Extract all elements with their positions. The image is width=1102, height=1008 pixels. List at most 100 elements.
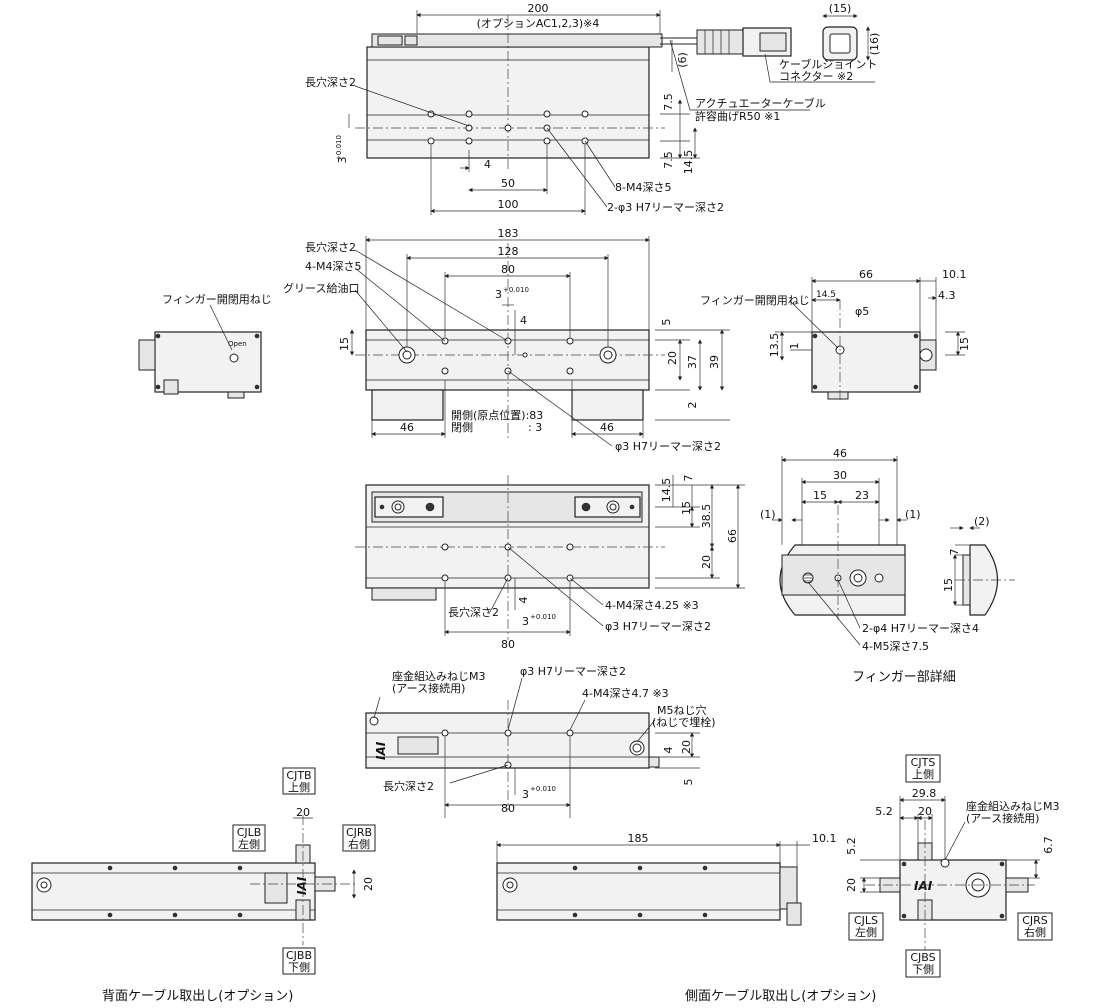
dim-50: 50 [501, 177, 515, 190]
tag-cjbb [282, 947, 316, 975]
dim-10-1-side: 10.1 [942, 268, 967, 281]
label-washer-rear: 座金組込みねじM3 [392, 669, 486, 683]
dim-30-finger: 30 [833, 469, 847, 482]
dim-38-5: 38.5 [700, 504, 713, 529]
tag-cjtb [282, 767, 316, 795]
tag-cjts-code: CJTS [911, 756, 936, 769]
dim-phi5: φ5 [855, 305, 869, 318]
dim-4-front: 4 [520, 314, 527, 327]
tag-cjrb [342, 824, 376, 852]
label-finger-screw-left: フィンガー開閉用ねじ [162, 293, 272, 306]
label-open-pos: 開側(原点位置):83 [451, 408, 543, 422]
iai-logo-side: IAI [914, 879, 933, 893]
back-cable-title: 背面ケーブル取出し(オプション) [102, 988, 293, 1004]
label-washer-side: 座金組込みねじM3 [966, 799, 1060, 813]
dim-6-7: 6.7 [1042, 836, 1055, 854]
dim-15-side: 15 [958, 337, 971, 351]
dim-3-tol-sup: +0.010 [335, 135, 343, 161]
side-cable-end-view: IAI 29.8 5.2 20 5.2 20 6.7 座金組込みねじM3 (アー… [845, 754, 1060, 978]
dim-15-finger: 15 [813, 489, 827, 502]
tag-cjbs-pos: 下側 [912, 963, 934, 976]
label-actuator-cable: アクチュエーターケーブル [695, 96, 826, 110]
dim-39: 39 [708, 355, 721, 369]
label-bend: 許容曲げR50 ※1 [695, 109, 780, 123]
label-earth-side: (アース接続用) [966, 811, 1039, 825]
label-m4-rear: 4-M4深さ4.7 ※3 [582, 687, 669, 700]
label-m4-bottom: 4-M4深さ4.25 ※3 [605, 599, 699, 612]
tag-cjbb-pos: 下側 [288, 961, 310, 974]
dim-7-5-b: 7.5 [662, 151, 675, 169]
tag-cjls-code: CJLS [854, 914, 878, 927]
dim-20-back-b: 20 [362, 877, 375, 891]
label-grease: グリース給油口 [283, 281, 359, 295]
side-cable-body [496, 862, 781, 921]
dim-29-8: 29.8 [912, 787, 937, 800]
dim-66-side: 66 [859, 268, 873, 281]
label-m5-rear: M5ねじ穴 [657, 703, 707, 717]
dim-23-finger: 23 [855, 489, 869, 502]
dim-46-b: 46 [600, 421, 614, 434]
dim-7-finger: 7 [948, 549, 961, 556]
label-slot-front: 長穴深さ2 [305, 240, 356, 254]
tag-cjts-pos: 上側 [912, 768, 934, 781]
label-close-pos: 閉側 : 3 [451, 421, 542, 434]
rear-view: IAI 20 4 5 3 +0.010 80 座金組込みねじM3 (アース接続用… [365, 665, 716, 818]
dim-paren-1-b: (1) [905, 508, 921, 521]
tag-cjrb-code: CJRB [346, 826, 372, 839]
label-earth-rear: (アース接続用) [392, 681, 465, 695]
iai-logo-rear: IAI [374, 741, 388, 760]
finger-detail-title: フィンガー部詳細 [852, 669, 956, 685]
tag-cjlb-code: CJLB [237, 826, 262, 839]
dim-37: 37 [686, 355, 699, 369]
label-m4-top: 8-M4深さ5 [615, 181, 671, 194]
dim-80-bottom: 80 [501, 638, 515, 651]
dim-3-rear: 3 [522, 788, 529, 801]
tag-cjrs [1017, 912, 1053, 941]
dim-1-side: 1 [788, 343, 801, 350]
tag-cjtb-pos: 上側 [288, 781, 310, 794]
tag-cjrs-code: CJRS [1022, 914, 1048, 927]
tag-cjls-pos: 左側 [855, 926, 877, 939]
label-reamer-front: φ3 H7リーマー深さ2 [615, 440, 721, 453]
label-plug-rear: (ねじで埋栓) [652, 715, 716, 729]
tag-cjbb-code: CJBB [286, 949, 312, 962]
finger-left [371, 389, 444, 421]
dim-183: 183 [498, 227, 519, 240]
right-side-view: 66 10.1 4.3 14.5 φ5 13.5 1 15 フィンガー開閉用ねじ [700, 268, 971, 400]
finger-detail: 46 30 15 23 (1) (1) (2) 7 15 2-φ4 H7リーマー… [760, 447, 1015, 685]
dim-80-rear: 80 [501, 802, 515, 815]
label-slot-top: 長穴深さ2 [305, 75, 356, 89]
dim-3-front-sup: +0.010 [503, 286, 529, 294]
dim-15-bottom: 15 [680, 501, 693, 515]
dim-15: (15) [829, 2, 852, 15]
top-view: 200 (オプションAC1,2,3)※4 (15) (16) (6) 7.5 7… [305, 2, 881, 215]
label-finger-screw-side: フィンガー開閉用ねじ [700, 294, 810, 307]
dim-7-bottom: 7 [682, 475, 695, 482]
tag-cjlb-pos: 左側 [238, 838, 260, 851]
dim-15-tol-finger: 15 [942, 578, 955, 592]
dim-4: 4 [484, 158, 491, 171]
tag-cjlb [232, 824, 266, 852]
dim-4-bottom: 4 [517, 597, 530, 604]
tag-cjrs-pos: 右側 [1024, 925, 1046, 939]
label-slot-rear: 長穴深さ2 [383, 779, 434, 793]
dim-15-front: 15 [338, 337, 351, 351]
dim-6: (6) [676, 52, 689, 68]
dim-66-bottom: 66 [726, 529, 739, 543]
dim-200: 200 [528, 2, 549, 15]
dim-128: 128 [498, 245, 519, 258]
tag-cjls [848, 912, 884, 941]
dim-4-rear: 4 [662, 747, 675, 754]
tag-cjbs-code: CJBS [910, 951, 935, 964]
dim-3-rear-sup: +0.010 [530, 785, 556, 793]
label-m4-front: 4-M4深さ5 [305, 260, 361, 273]
finger-profile [969, 544, 998, 616]
back-cable-option: IAI 20 20 CJTB 上側 CJLB 左側 CJRB 右側 CJBB 下… [31, 767, 376, 1004]
dim-5-front: 5 [660, 319, 673, 326]
dim-20-side-a: 20 [918, 805, 932, 818]
dim-20-front: 20 [666, 351, 679, 365]
dim-185: 185 [628, 832, 649, 845]
dim-3-front: 3 [495, 288, 502, 301]
dim-20-rear: 20 [680, 740, 693, 754]
right-side-body [811, 331, 921, 393]
